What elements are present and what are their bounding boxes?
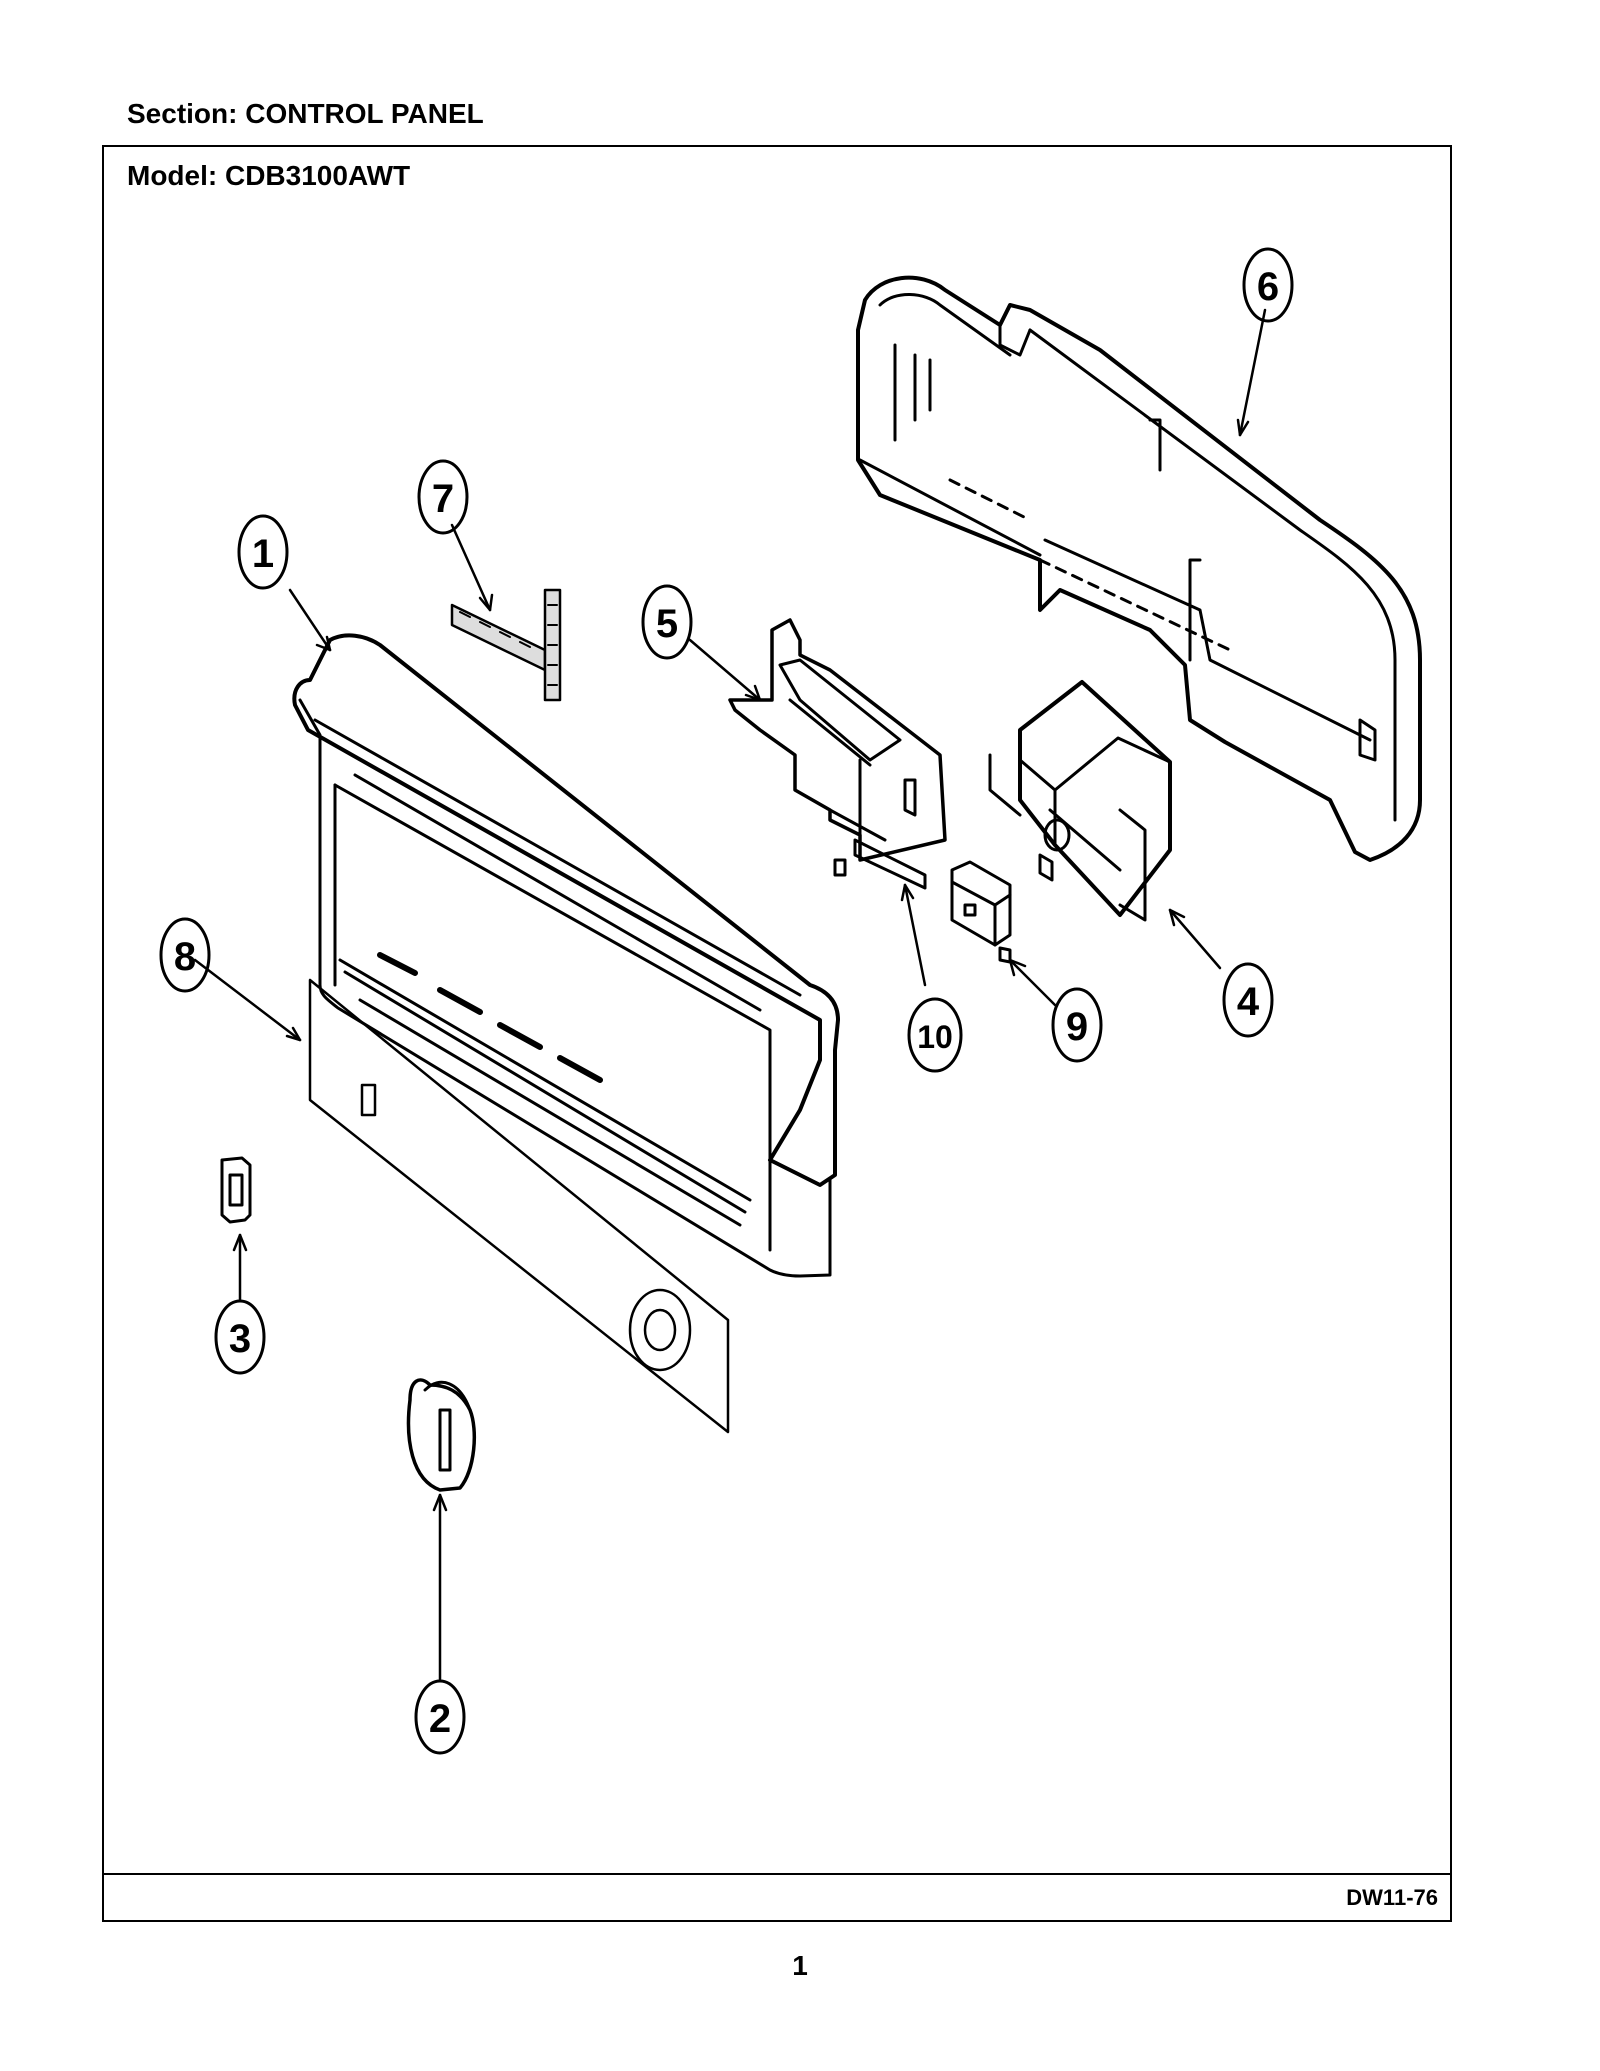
callout-3: 3 <box>214 1299 266 1375</box>
callout-number-5: 5 <box>656 602 678 646</box>
section-title: Section: CONTROL PANEL <box>127 98 484 129</box>
callout-5: 5 <box>641 584 693 660</box>
leader-6 <box>1238 308 1267 437</box>
arrow-9 <box>1008 958 1027 977</box>
arrow-2 <box>432 1493 448 1512</box>
graphic-overlay-part <box>308 978 730 1434</box>
timer-part <box>988 680 1172 922</box>
callout-number-6: 6 <box>1257 265 1279 309</box>
callout-6: 6 <box>1242 247 1294 323</box>
leader-7 <box>450 523 492 612</box>
leader-4 <box>1168 908 1222 970</box>
arrow-10 <box>900 883 915 902</box>
arrow-6 <box>1236 418 1250 437</box>
switch-part <box>950 860 1012 964</box>
leader-10 <box>903 883 927 987</box>
rear-cover-part <box>856 275 1422 862</box>
callout-number-7: 7 <box>432 477 454 521</box>
leader-8 <box>193 958 302 1042</box>
callout-number-8: 8 <box>174 935 196 979</box>
arrow-7 <box>478 593 494 612</box>
leader-9 <box>1008 958 1057 1007</box>
footer-divider <box>102 1873 1452 1875</box>
diagram-frame <box>102 145 1452 1922</box>
callout-number-2: 2 <box>429 1697 451 1741</box>
latch-assembly-part <box>728 618 947 877</box>
callout-8: 8 <box>159 917 211 993</box>
callout-10: 10 <box>907 997 963 1073</box>
callout-number-4: 4 <box>1237 980 1260 1024</box>
knob-part <box>406 1378 477 1492</box>
callout-2: 2 <box>414 1679 466 1755</box>
leader-5 <box>688 638 762 702</box>
arrow-1 <box>315 635 332 652</box>
callout-number-9: 9 <box>1066 1005 1088 1049</box>
arrow-3 <box>232 1233 248 1252</box>
bracket-part <box>450 588 562 702</box>
page-number: 1 <box>792 1950 808 1981</box>
model-title: Model: CDB3100AWT <box>127 160 411 191</box>
callout-4: 4 <box>1222 962 1274 1038</box>
arrow-8 <box>285 1026 302 1042</box>
callout-7: 7 <box>417 459 469 535</box>
control-panel-console-part <box>292 633 840 1278</box>
callout-1: 1 <box>237 514 289 590</box>
leader-lines <box>193 308 1267 1682</box>
arrow-5 <box>744 684 762 702</box>
callout-number-10: 10 <box>917 1019 953 1055</box>
drawing-code: DW11-76 <box>1346 1885 1438 1910</box>
callout-number-3: 3 <box>229 1317 251 1361</box>
arrow-4 <box>1168 908 1186 927</box>
leader-1 <box>288 588 332 652</box>
button-clip-part <box>220 1156 252 1224</box>
callout-9: 9 <box>1051 987 1103 1063</box>
latch-rail-part <box>853 838 927 890</box>
callout-number-1: 1 <box>252 532 274 576</box>
